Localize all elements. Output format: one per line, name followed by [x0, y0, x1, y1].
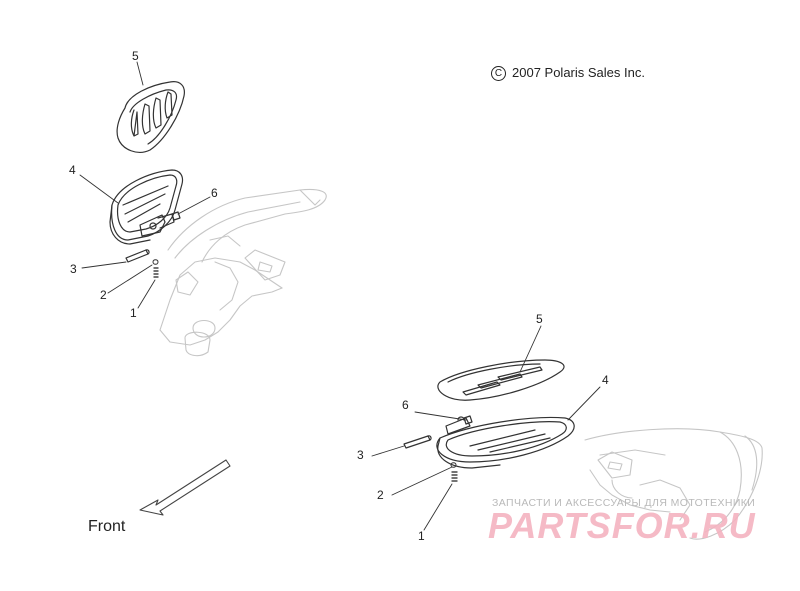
spring-lower: [451, 471, 458, 482]
frame-ghost-lower: [584, 428, 763, 540]
rod-upper: [125, 249, 150, 263]
footpeg-frame-lower: [436, 416, 575, 469]
leader-lines-upper: [79, 61, 211, 309]
callout-5-lower: 5: [536, 312, 543, 326]
copyright-text: 2007 Polaris Sales Inc.: [512, 65, 645, 80]
callout-5-upper: 5: [132, 49, 139, 63]
callout-6-lower: 6: [402, 398, 409, 412]
callout-2-upper: 2: [100, 288, 107, 302]
front-direction-label: Front: [88, 518, 126, 535]
footpeg-frame-upper: [109, 169, 184, 245]
copyright-notice: C 2007 Polaris Sales Inc.: [491, 65, 645, 81]
callout-1-upper: 1: [130, 306, 137, 320]
frame-ghost-upper: [159, 188, 327, 357]
callout-2-lower: 2: [377, 488, 384, 502]
rod-lower: [403, 435, 432, 449]
footpeg-pad-lower: [437, 359, 565, 401]
watermark-tagline: ЗАПЧАСТИ И АКСЕССУАРЫ ДЛЯ МОТОТЕХНИКИ: [492, 497, 756, 509]
callout-1-lower: 1: [418, 529, 425, 543]
spring-upper: [153, 267, 159, 278]
watermark-brand: PARTSFOR.RU: [488, 505, 756, 546]
footpeg-pad-upper: [116, 81, 185, 153]
pin-lower: [463, 415, 473, 425]
callout-6-upper: 6: [211, 186, 218, 200]
callout-4-upper: 4: [69, 163, 76, 177]
pin-upper: [171, 211, 181, 221]
callout-3-upper: 3: [70, 262, 77, 276]
front-arrow-icon: [139, 459, 231, 516]
copyright-symbol: C: [491, 66, 506, 81]
leader-lines-lower: [371, 325, 601, 531]
callout-4-lower: 4: [602, 373, 609, 387]
callout-3-lower: 3: [357, 448, 364, 462]
washer-upper: [152, 259, 159, 265]
